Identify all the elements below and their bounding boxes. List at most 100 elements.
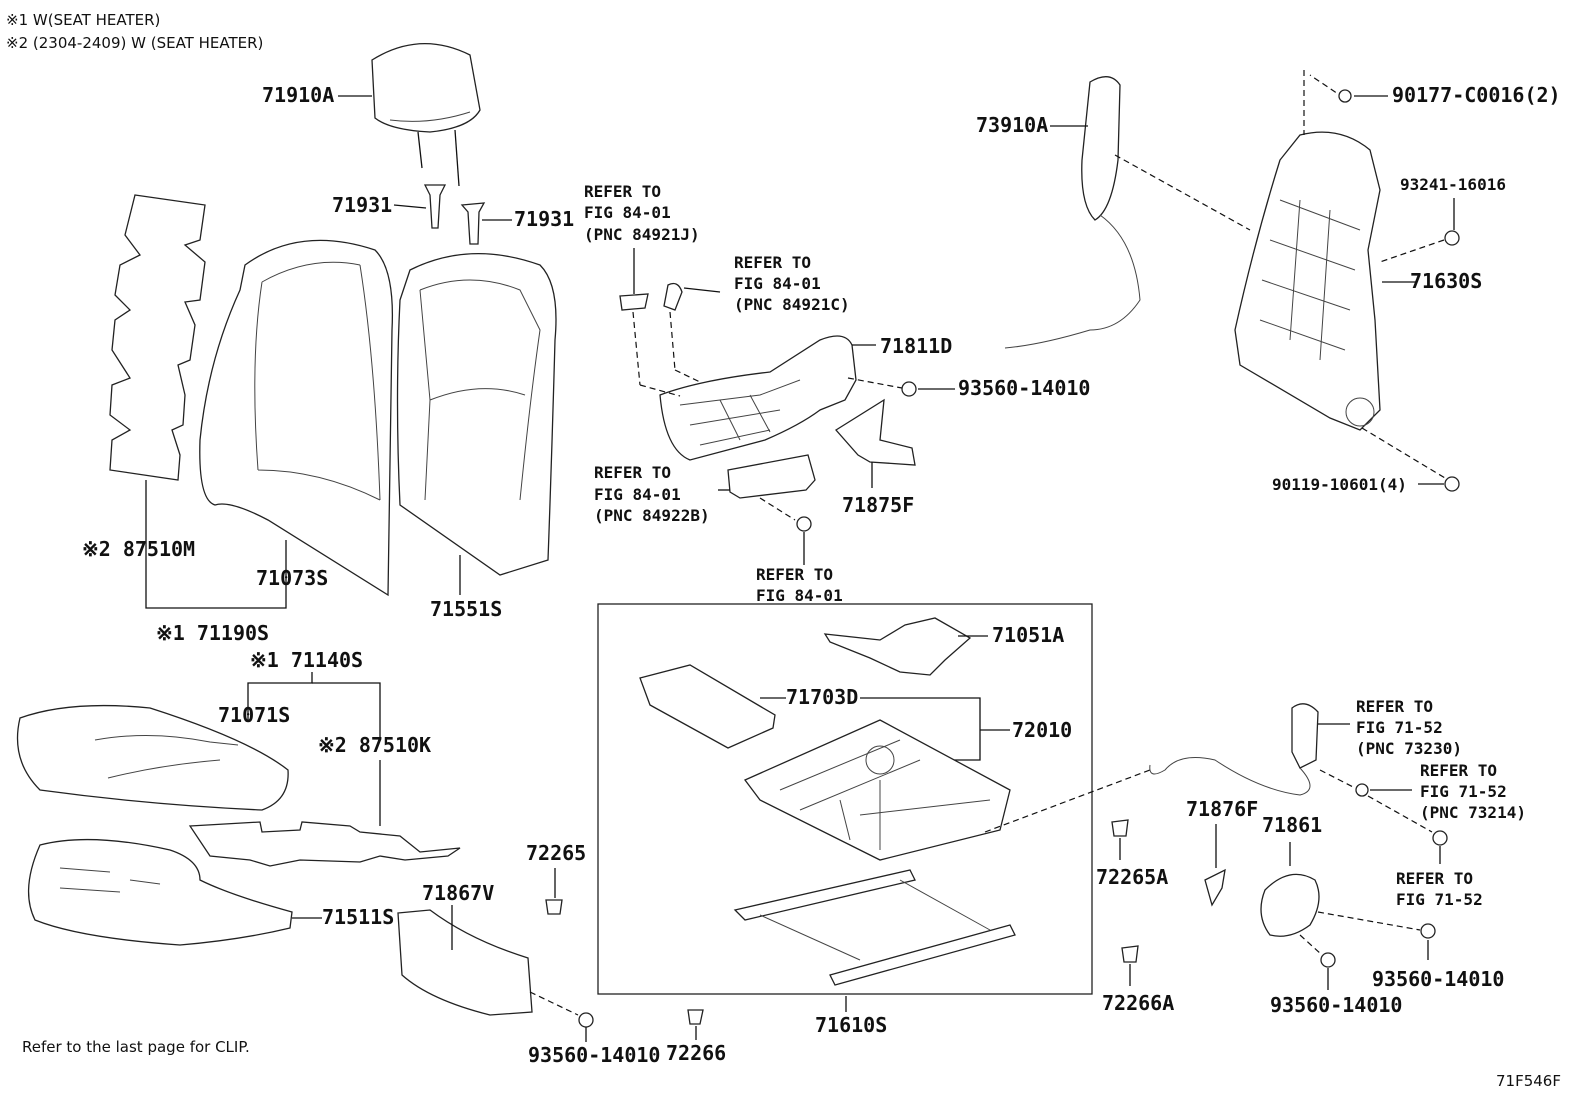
seat-cushion-pad-illustration (27, 838, 293, 946)
screw-right-icon (1420, 923, 1436, 939)
svg-text:(PNC 73214): (PNC 73214) (1420, 803, 1526, 822)
refer-73214: REFER TO FIG 71-52 (PNC 73214) (1420, 761, 1526, 822)
cover-71051A-illustration (823, 617, 972, 676)
part-label-71051A: 71051A (992, 623, 1064, 647)
part-label-93560-bottom-right: 93560-14010 (1270, 993, 1402, 1017)
part-label-71931-left: 71931 (332, 193, 392, 217)
switch-84921J-icon (619, 293, 649, 311)
svg-text:REFER TO: REFER TO (756, 565, 833, 584)
switch-84922B-illustration (727, 454, 816, 499)
clip-72265A-icon (1111, 819, 1129, 837)
bracket-71875F-illustration (835, 398, 916, 466)
headrest-illustration (371, 42, 481, 187)
bolt-93241-icon (1444, 230, 1460, 246)
refer-73230: REFER TO FIG 71-52 (PNC 73230) (1356, 697, 1462, 758)
note-seat-heater-1: ※1 W(SEAT HEATER) (6, 11, 160, 29)
svg-text:(PNC 84921J): (PNC 84921J) (584, 225, 700, 244)
part-label-71910A: 71910A (262, 83, 334, 107)
part-label-71931-right: 71931 (514, 207, 574, 231)
part-label-90119: 90119-10601(4) (1272, 475, 1407, 494)
bolt-71-52-icon (1432, 830, 1448, 846)
adjuster-frame-illustration (743, 719, 1011, 861)
bracket-71876F-icon (1204, 868, 1226, 907)
svg-text:FIG 84-01: FIG 84-01 (756, 586, 843, 605)
part-label-93560-right: 93560-14010 (1372, 967, 1504, 991)
part-label-71867V: 71867V (422, 881, 494, 905)
svg-text:FIG 71-52: FIG 71-52 (1420, 782, 1507, 801)
part-label-93560-bottom-left: 93560-14010 (528, 1043, 660, 1067)
clip-72266A-icon (1121, 945, 1139, 963)
seatback-cover-illustration (199, 239, 394, 597)
refer-84-01: REFER TO FIG 84-01 (756, 565, 843, 605)
part-label-93560-mid: 93560-14010 (958, 376, 1090, 400)
svg-text:(PNC 84921C): (PNC 84921C) (734, 295, 850, 314)
clip-note: Refer to the last page for CLIP. (22, 1038, 250, 1056)
svg-text:REFER TO: REFER TO (734, 253, 811, 272)
part-label-71861: 71861 (1262, 813, 1322, 837)
screw-84-01-icon (796, 516, 812, 532)
refer-84922B: REFER TO FIG 84-01 (PNC 84922B) (594, 463, 710, 525)
clip-72266-icon (687, 1009, 704, 1025)
part-label-93241: 93241-16016 (1400, 175, 1506, 194)
part-label-73910A: 73910A (976, 113, 1048, 137)
seatback-heater-pad-illustration (109, 194, 206, 481)
part-label-71875F: 71875F (842, 493, 914, 517)
part-label-71610S: 71610S (815, 1013, 887, 1037)
part-label-72265A: 72265A (1096, 865, 1168, 889)
svg-text:REFER TO: REFER TO (1356, 697, 1433, 716)
screw-mid-icon (901, 381, 917, 397)
svg-text:REFER TO: REFER TO (1396, 869, 1473, 888)
svg-text:REFER TO: REFER TO (1420, 761, 1497, 780)
part-label-71073S: 71073S (256, 566, 328, 590)
nut-90177-icon (1338, 89, 1352, 103)
refer-84921C: REFER TO FIG 84-01 (PNC 84921C) (734, 253, 850, 314)
side-airbag-illustration (1004, 76, 1141, 349)
part-label-72266A: 72266A (1102, 991, 1174, 1015)
drawing-id: 71F546F (1496, 1072, 1561, 1090)
seatback-frame-illustration (1234, 131, 1381, 431)
part-label-71140S: ※1 71140S (250, 648, 363, 672)
part-label-90177: 90177-C0016(2) (1392, 83, 1561, 107)
note-seat-heater-2: ※2 (2304-2409) W (SEAT HEATER) (6, 34, 263, 52)
part-label-72265: 72265 (526, 841, 586, 865)
screw-bottom-right-icon (1320, 952, 1336, 968)
refer-71-52: REFER TO FIG 71-52 (1396, 869, 1483, 909)
refer-84921J: REFER TO FIG 84-01 (PNC 84921J) (584, 182, 700, 244)
pan-71703D-illustration (639, 664, 776, 749)
part-label-87510M: ※2 87510M (82, 537, 195, 561)
part-label-71811D: 71811D (880, 334, 952, 358)
buckle-illustration (1149, 703, 1319, 796)
seat-cushion-cover-illustration (16, 704, 289, 811)
part-label-72010: 72010 (1012, 718, 1072, 742)
adjuster-group-frame (597, 603, 1093, 995)
nut-73214-icon (1355, 783, 1369, 797)
part-label-71876F: 71876F (1186, 797, 1258, 821)
seatback-pad-illustration (396, 253, 557, 576)
svg-text:FIG 84-01: FIG 84-01 (594, 485, 681, 504)
part-label-71190S: ※1 71190S (156, 621, 269, 645)
seat-track-illustration (733, 869, 1016, 986)
seat-shield-illustration (659, 335, 857, 461)
svg-text:REFER TO: REFER TO (584, 182, 661, 201)
clip-72265-icon (545, 899, 563, 915)
part-label-72266: 72266 (666, 1041, 726, 1065)
svg-text:FIG 71-52: FIG 71-52 (1356, 718, 1443, 737)
svg-text:(PNC 73230): (PNC 73230) (1356, 739, 1462, 758)
side-cover-illustration (397, 909, 533, 1016)
switch-84921C-icon (663, 282, 683, 311)
screw-bottom-left-icon (578, 1012, 594, 1028)
svg-text:(PNC 84922B): (PNC 84922B) (594, 506, 710, 525)
svg-text:FIG 71-52: FIG 71-52 (1396, 890, 1483, 909)
cover-71861-illustration (1260, 873, 1320, 937)
part-label-71551S: 71551S (430, 597, 502, 621)
part-label-71630S: 71630S (1410, 269, 1482, 293)
part-label-71703D: 71703D (786, 685, 858, 709)
part-label-87510K: ※2 87510K (318, 733, 431, 757)
svg-text:REFER TO: REFER TO (594, 463, 671, 482)
part-label-71511S: 71511S (322, 905, 394, 929)
seat-cushion-heater-pad-illustration (188, 821, 461, 867)
headrest-guide-illustration (423, 184, 486, 245)
svg-text:FIG 84-01: FIG 84-01 (584, 203, 671, 222)
part-label-71071S: 71071S (218, 703, 290, 727)
